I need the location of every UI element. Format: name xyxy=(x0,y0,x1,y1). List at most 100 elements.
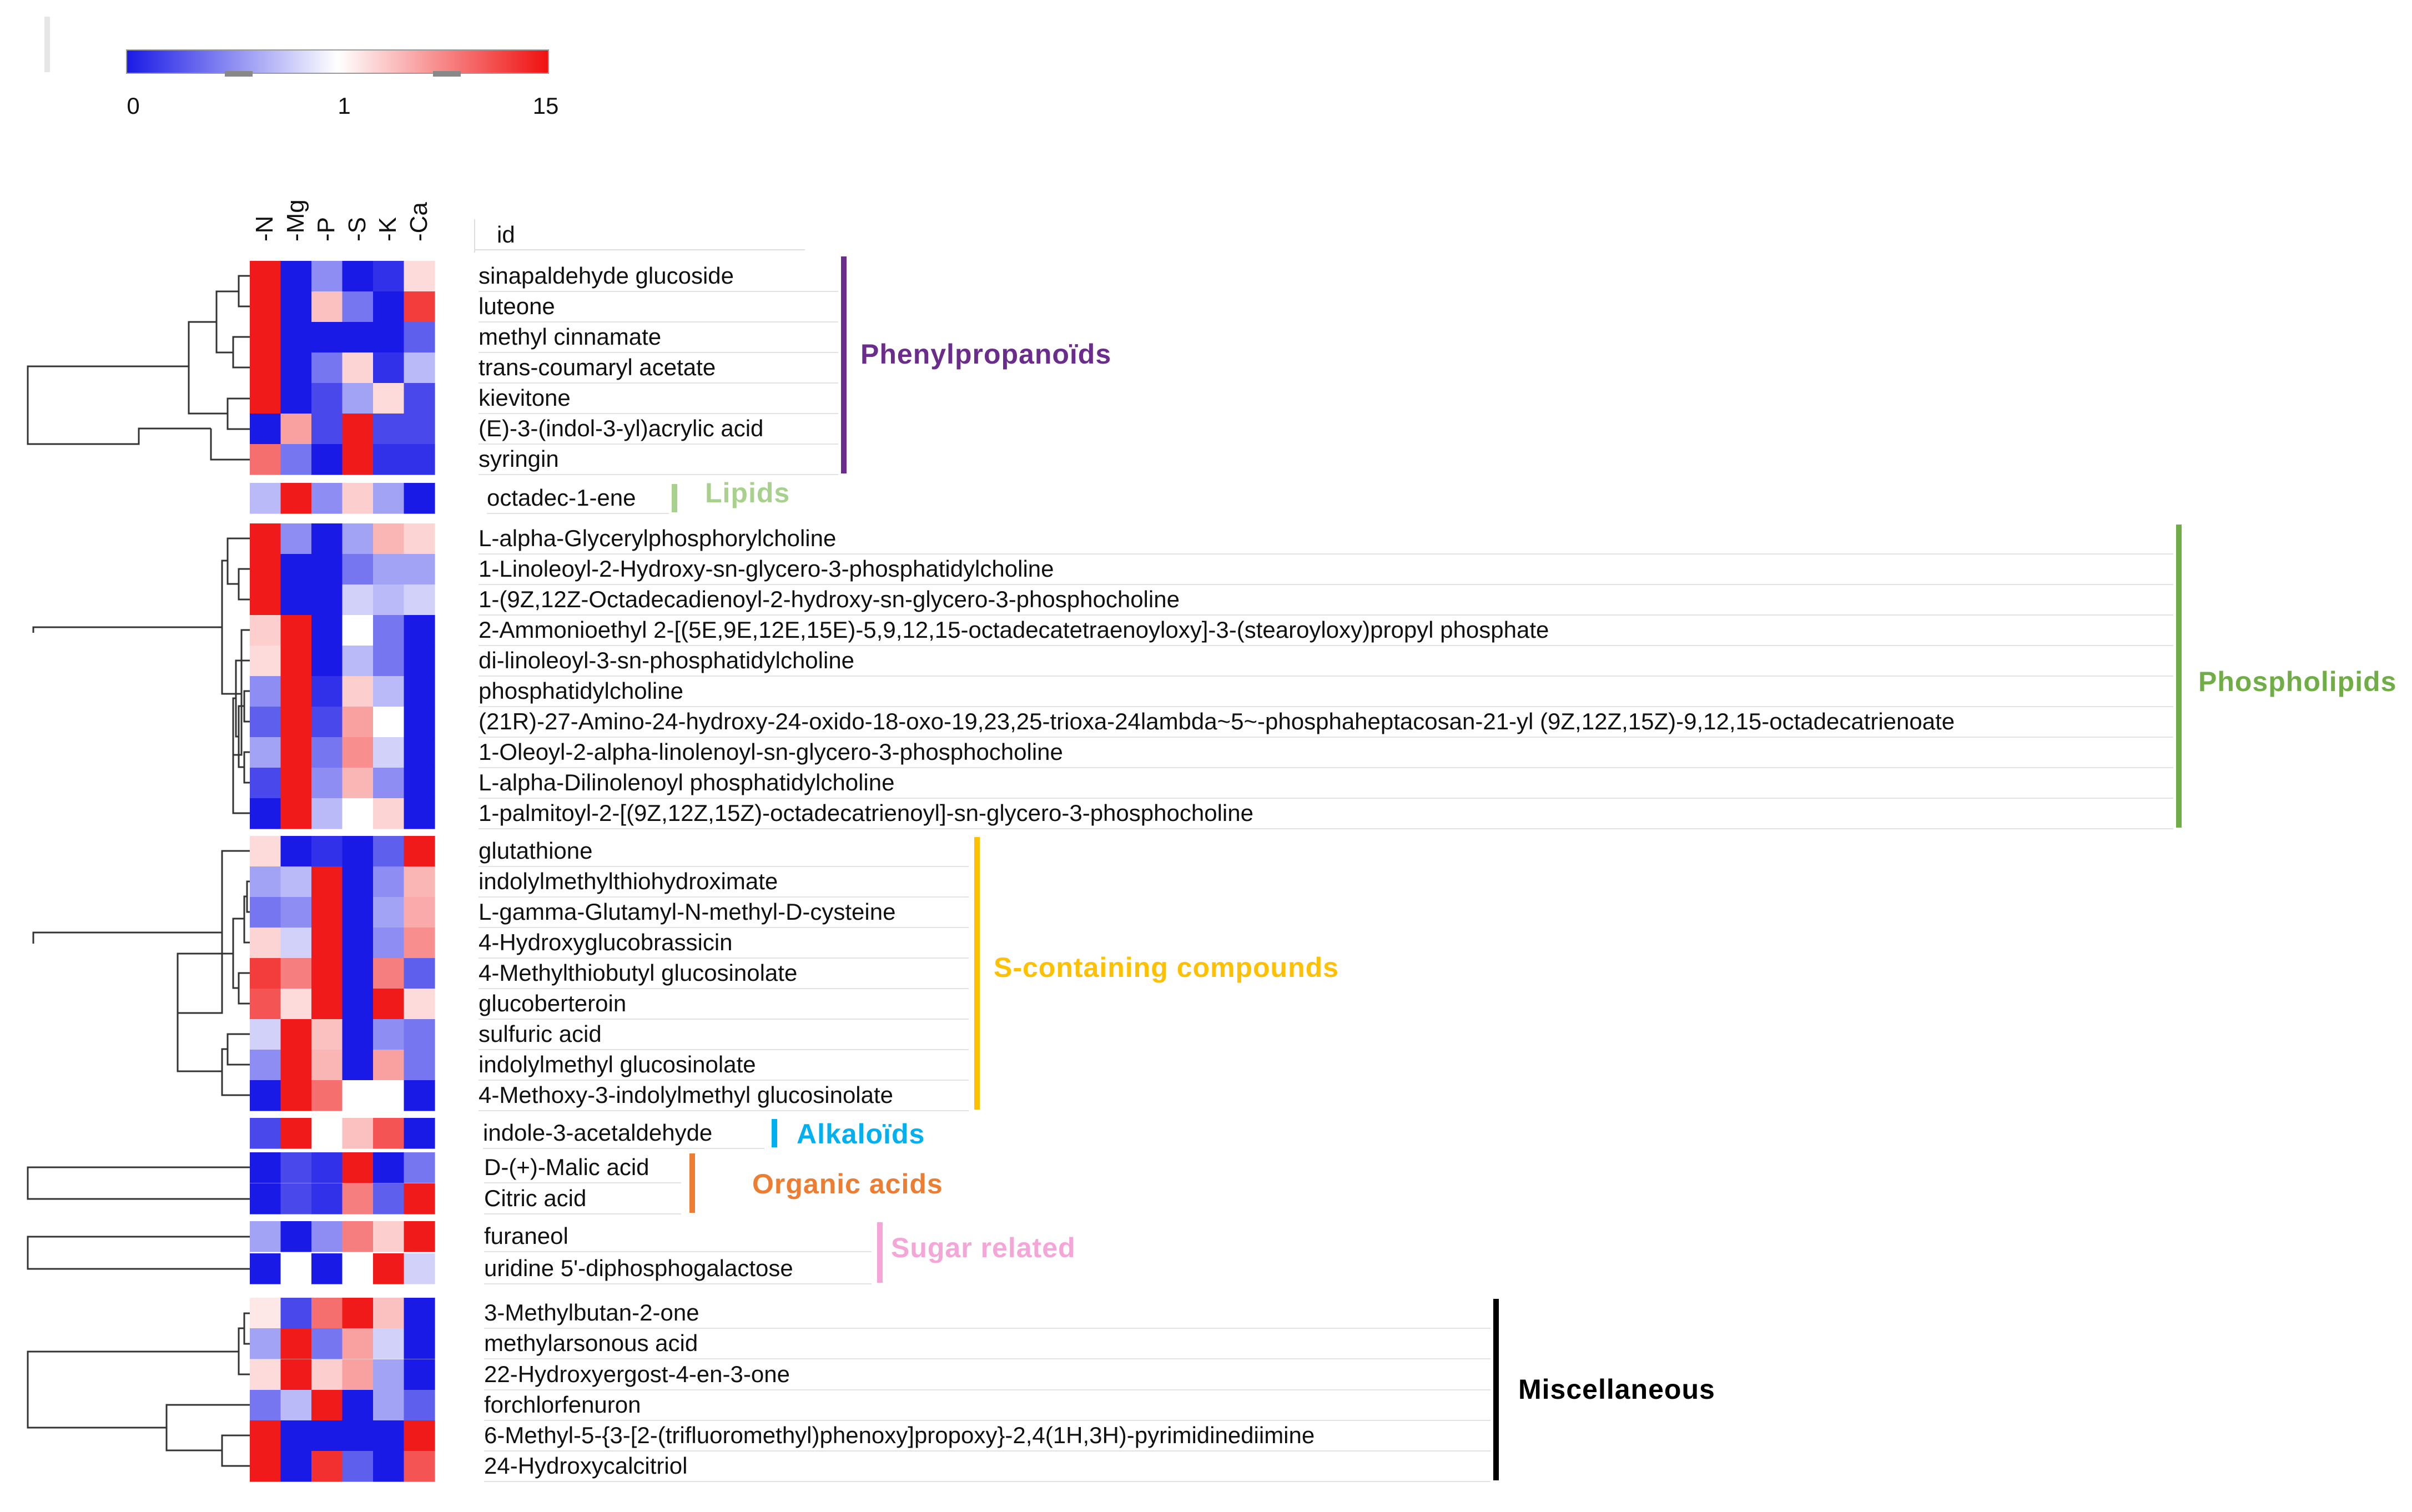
heatmap-cell xyxy=(404,352,435,384)
heatmap-cell xyxy=(404,483,435,514)
heatmap-cell xyxy=(342,737,374,768)
heatmap-cell xyxy=(404,1019,435,1050)
heatmap-cell xyxy=(280,261,312,292)
heatmap-cell xyxy=(404,1328,435,1359)
heatmap-cell xyxy=(250,676,281,707)
heatmap-cell xyxy=(280,646,312,677)
heatmap-cell xyxy=(404,1050,435,1081)
group-label: Lipids xyxy=(705,477,790,508)
heatmap-cell xyxy=(342,646,374,677)
heatmap-cell xyxy=(250,1390,281,1421)
heatmap-cell xyxy=(250,989,281,1020)
group-label: Sugar related xyxy=(891,1232,1076,1263)
heatmap-cell xyxy=(250,646,281,677)
heatmap-cell xyxy=(404,1080,435,1111)
col-label-p: -P xyxy=(313,217,340,241)
heatmap-cell xyxy=(280,554,312,585)
heatmap-cell xyxy=(311,483,343,514)
heatmap-cell xyxy=(311,897,343,928)
row-label: methyl cinnamate xyxy=(479,324,661,350)
heatmap-cell xyxy=(250,897,281,928)
heatmap-cell xyxy=(404,676,435,707)
heatmap-cell xyxy=(342,798,374,829)
heatmap-cell xyxy=(280,866,312,898)
heatmap-cell xyxy=(404,554,435,585)
heatmap-cell xyxy=(373,322,405,353)
column-labels: -N -Mg -P -S -K -Ca id xyxy=(251,199,805,253)
heatmap-cell xyxy=(342,866,374,898)
heatmap-cell xyxy=(311,1080,343,1111)
group-bracket xyxy=(672,484,677,512)
heatmap-cell xyxy=(342,261,374,292)
group-label: Phospholipids xyxy=(2198,666,2396,697)
heatmap-cell xyxy=(342,707,374,738)
heatmap-cell xyxy=(342,897,374,928)
heatmap-cell xyxy=(250,615,281,646)
heatmap-cell xyxy=(280,1298,312,1329)
heatmap-cell xyxy=(373,291,405,322)
dendrogram-phospholipids xyxy=(32,537,250,814)
heatmap-cell xyxy=(280,1183,312,1214)
heatmap-cell xyxy=(250,1050,281,1081)
heatmap-cell xyxy=(280,1118,312,1149)
row-label: di-linoleoyl-3-sn-phosphatidylcholine xyxy=(479,647,854,673)
heatmap-cell xyxy=(311,1183,343,1214)
dendrogram-s-compounds xyxy=(32,850,250,1096)
heatmap-cell xyxy=(342,1359,374,1390)
heatmap-cell xyxy=(250,414,281,445)
row-label: L-gamma-Glutamyl-N-methyl-D-cysteine xyxy=(479,899,895,925)
heatmap-cell xyxy=(373,554,405,585)
row-label: 24-Hydroxycalcitriol xyxy=(484,1453,687,1479)
heatmap-cell xyxy=(280,1359,312,1390)
heatmap-cell xyxy=(250,584,281,616)
heatmap-cell xyxy=(250,1328,281,1359)
heatmap-cell xyxy=(280,1253,312,1284)
heatmap-cell xyxy=(280,1390,312,1421)
group-bracket xyxy=(1493,1299,1499,1480)
heatmap-cell xyxy=(280,1152,312,1183)
heatmap-cell xyxy=(373,1050,405,1081)
group-label: S-containing compounds xyxy=(994,952,1339,983)
heatmap-cell xyxy=(311,1359,343,1390)
heatmap-cell xyxy=(342,444,374,475)
group-bracket xyxy=(2176,525,2182,828)
heatmap-cell xyxy=(280,989,312,1020)
heatmap-cell xyxy=(280,414,312,445)
heatmap-cell xyxy=(342,1050,374,1081)
heatmap-cell xyxy=(250,1080,281,1111)
heatmap-cell xyxy=(280,707,312,738)
row-label: 4-Hydroxyglucobrassicin xyxy=(479,929,733,955)
heatmap-cell xyxy=(250,554,281,585)
heatmap-cell xyxy=(250,707,281,738)
heatmap-cell xyxy=(404,414,435,445)
dendrogram-phenylpropanoids xyxy=(27,275,250,461)
dendrogram-small-groups xyxy=(27,1166,250,1270)
row-label: uridine 5'-diphosphogalactose xyxy=(484,1255,793,1281)
row-label: indolylmethyl glucosinolate xyxy=(479,1051,756,1077)
row-label: furaneol xyxy=(484,1223,568,1249)
row-label: 2-Ammonioethyl 2-[(5E,9E,12E,15E)-5,9,12… xyxy=(479,617,1549,643)
col-label-mg: -Mg xyxy=(282,199,309,241)
heatmap-cell xyxy=(404,798,435,829)
row-label: methylarsonous acid xyxy=(484,1330,698,1356)
heatmap-cell xyxy=(250,291,281,322)
heatmap-cell xyxy=(342,1152,374,1183)
heatmap-cell xyxy=(373,615,405,646)
heatmap-cell xyxy=(373,958,405,989)
row-label: L-alpha-Glycerylphosphorylcholine xyxy=(479,525,836,551)
row-label: octadec-1-ene xyxy=(487,485,636,511)
heatmap-cell xyxy=(280,383,312,414)
heatmap-cell xyxy=(311,707,343,738)
heatmap-cell xyxy=(250,768,281,799)
heatmap-cell xyxy=(342,768,374,799)
heatmap-cell xyxy=(311,523,343,555)
heatmap-cell xyxy=(250,866,281,898)
heatmap-cell xyxy=(373,1253,405,1284)
heatmap-cell xyxy=(342,928,374,959)
heatmap-cell xyxy=(404,989,435,1020)
row-label: glutathione xyxy=(479,838,593,864)
heatmap-cell xyxy=(311,1050,343,1081)
heatmap-cell xyxy=(373,352,405,384)
heatmap-cell xyxy=(250,1420,281,1451)
heatmap-cell xyxy=(311,989,343,1020)
